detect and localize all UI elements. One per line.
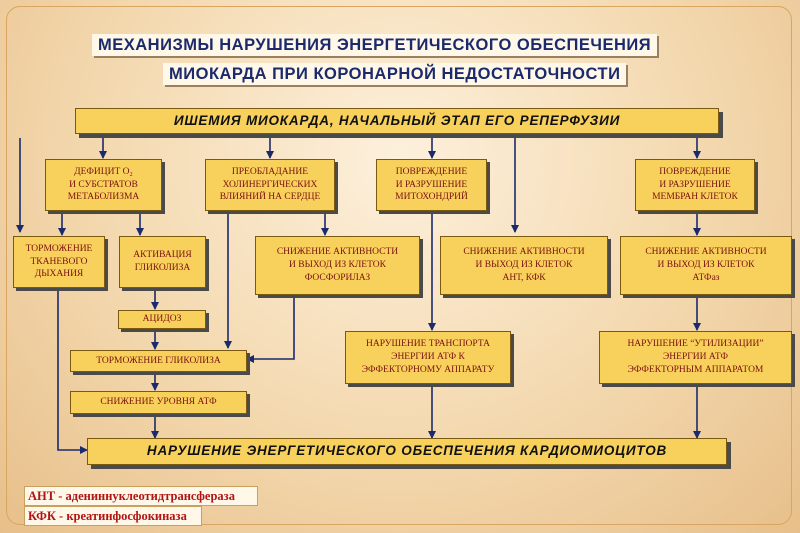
atp-transport-box: НАРУШЕНИЕ ТРАНСПОРТА ЭНЕРГИИ АТФ К ЭФФЕК… <box>345 331 511 384</box>
legend-ant: АНТ - адениннуклеотидтрансфераза <box>24 486 258 506</box>
acidosis-box: АЦИДОЗ <box>118 310 206 329</box>
title-line-1: МЕХАНИЗМЫ НАРУШЕНИЯ ЭНЕРГЕТИЧЕСКОГО ОБЕС… <box>92 34 658 56</box>
mitochondria-box: ПОВРЕЖДЕНИЕ И РАЗРУШЕНИЕ МИТОХОНДРИЙ <box>376 159 487 211</box>
ant-kfk-box: СНИЖЕНИЕ АКТИВНОСТИ И ВЫХОД ИЗ КЛЕТОК АН… <box>440 236 608 295</box>
phosphorylase-box: СНИЖЕНИЕ АКТИВНОСТИ И ВЫХОД ИЗ КЛЕТОК ФО… <box>255 236 420 295</box>
atfaz-box: СНИЖЕНИЕ АКТИВНОСТИ И ВЫХОД ИЗ КЛЕТОК АТ… <box>620 236 792 295</box>
cholinergic-box: ПРЕОБЛАДАНИЕ ХОЛИНЕРГИЧЕСКИХ ВЛИЯНИЙ НА … <box>205 159 335 211</box>
deficit-box: ДЕФИЦИТ О₂ И СУБСТРАТОВ МЕТАБОЛИЗМА <box>45 159 162 211</box>
atp-decrease-box: СНИЖЕНИЕ УРОВНЯ АТФ <box>70 391 247 414</box>
cardiomyocyte-energy-box: НАРУШЕНИЕ ЭНЕРГЕТИЧЕСКОГО ОБЕСПЕЧЕНИЯ КА… <box>87 438 727 465</box>
glycolysis-inhibition-box: ТОРМОЖЕНИЕ ГЛИКОЛИЗА <box>70 350 247 372</box>
atp-utilization-box: НАРУШЕНИЕ “УТИЛИЗАЦИИ” ЭНЕРГИИ АТФ ЭФФЕК… <box>599 331 792 384</box>
ischemia-box: ИШЕМИЯ МИОКАРДА, НАЧАЛЬНЫЙ ЭТАП ЕГО РЕПЕ… <box>75 108 719 134</box>
tissue-respiration-box: ТОРМОЖЕНИЕ ТКАНЕВОГО ДЫХАНИЯ <box>13 236 105 288</box>
membranes-box: ПОВРЕЖДЕНИЕ И РАЗРУШЕНИЕ МЕМБРАН КЛЕТОК <box>635 159 755 211</box>
title-line-2: МИОКАРДА ПРИ КОРОНАРНОЙ НЕДОСТАТОЧНОСТИ <box>163 63 627 85</box>
legend-kfk: КФК - креатинфосфокиназа <box>24 506 202 526</box>
glycolysis-activation-box: АКТИВАЦИЯ ГЛИКОЛИЗА <box>119 236 206 288</box>
